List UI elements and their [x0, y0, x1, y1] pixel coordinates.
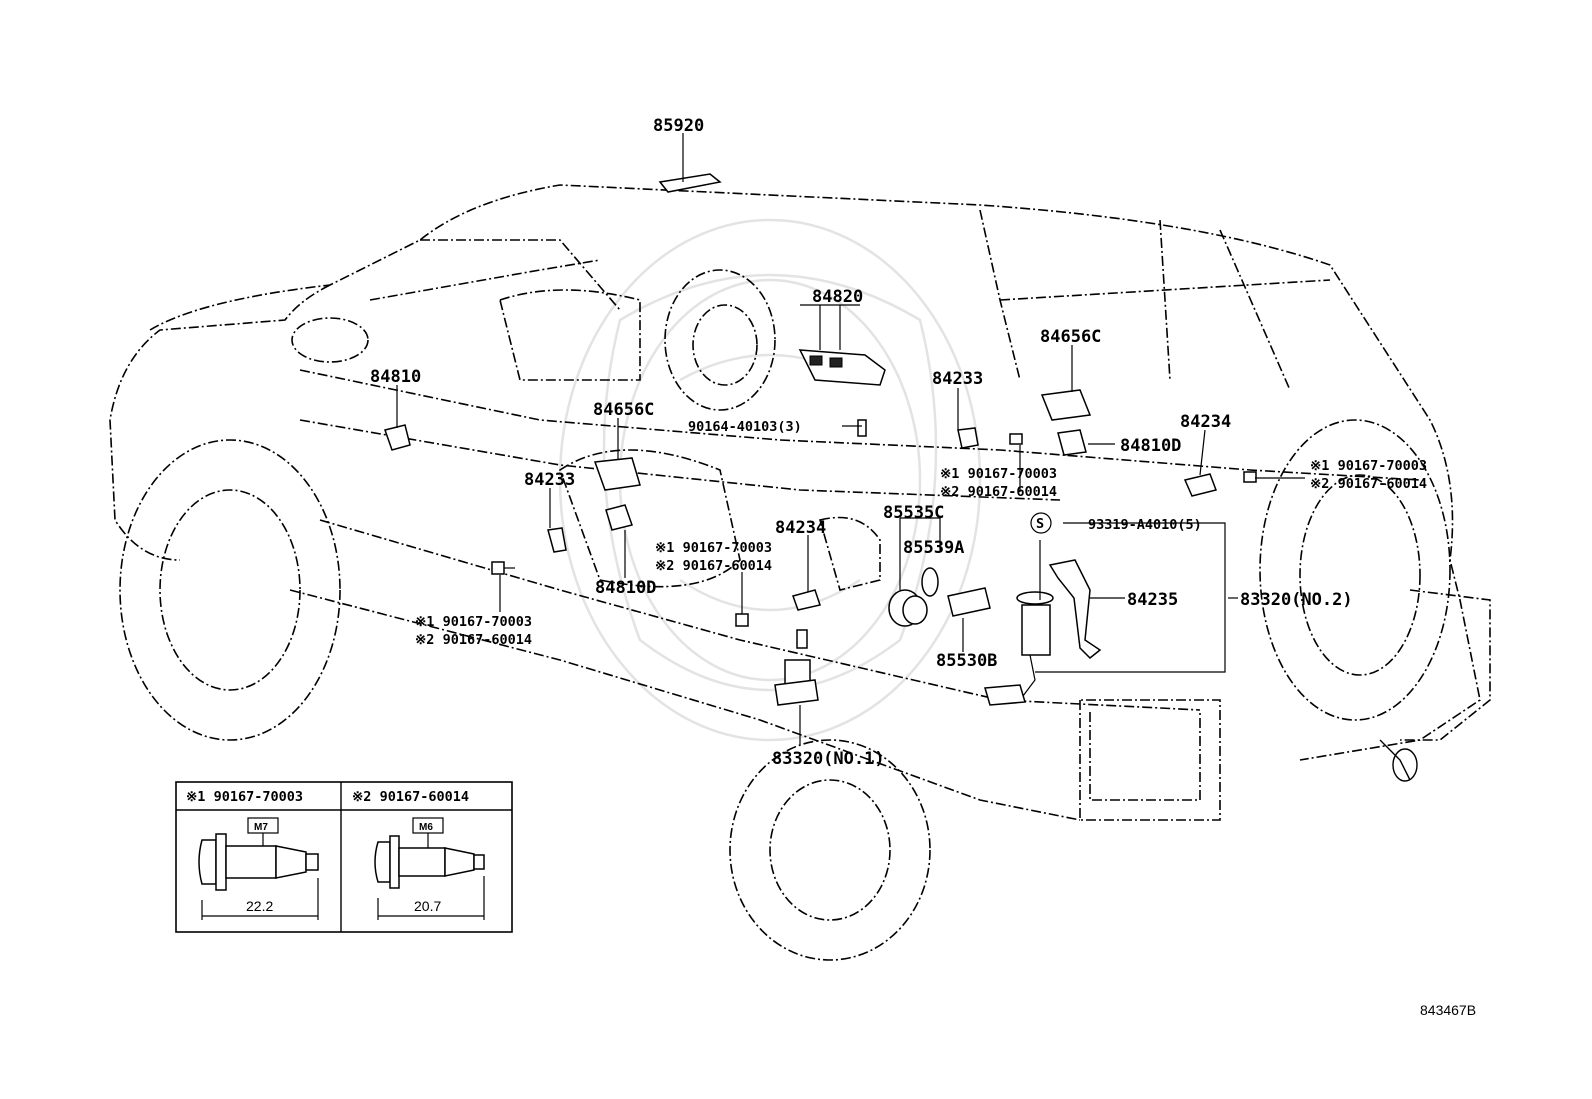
front-left-wheel	[119, 439, 341, 741]
bolt-right-icon	[1243, 471, 1257, 483]
s-marker-circle	[1030, 512, 1052, 534]
bolt-90164-icon	[857, 419, 867, 437]
label-90164: 90164-40103(3)	[688, 419, 802, 435]
label-84810d-front: 84810D	[595, 578, 656, 598]
label-84233-front: 84233	[524, 470, 575, 490]
part-84233-front-icon	[547, 527, 567, 553]
bolt-rear-mid-icon	[1009, 433, 1023, 445]
part-84656c-rear-icon	[1040, 389, 1092, 421]
part-85535c-cap-icon	[888, 589, 928, 627]
label-93319: 93319-A4010(5)	[1088, 517, 1202, 533]
label-84234-rear: 84234	[1180, 412, 1231, 432]
inset-right-dim: 20.7	[414, 898, 441, 914]
part-84656c-front-icon	[593, 457, 641, 491]
label-84820: 84820	[812, 287, 863, 307]
label-85920: 85920	[653, 116, 704, 136]
part-84235-bracket-icon	[1048, 559, 1102, 660]
part-83320-no2-sender-icon	[984, 591, 1054, 706]
part-84810-icon	[384, 424, 411, 451]
label-84656c-front: 84656C	[593, 400, 654, 420]
callout-mid-2: ※2 90167-60014	[940, 484, 1057, 500]
callout-left-2: ※2 90167-60014	[415, 632, 532, 648]
callout-right-2: ※2 90167-60014	[1310, 476, 1427, 492]
part-84810d-rear-icon	[1057, 429, 1087, 456]
s-marker: S	[1036, 516, 1044, 532]
part-84234-rear-icon	[1183, 473, 1217, 497]
label-84656c-rear: 84656C	[1040, 327, 1101, 347]
label-84235: 84235	[1127, 590, 1178, 610]
inset-right-badge: M6	[419, 822, 433, 833]
bolt-m7-drawing: M7 22.2	[198, 817, 319, 920]
part-85539a-ring-icon	[921, 567, 939, 597]
leader-lines	[396, 133, 1305, 745]
part-84820-switch-icon	[798, 349, 886, 386]
label-83320-no1: 83320(NO.1)	[772, 749, 885, 769]
vehicle-outline	[109, 184, 1491, 821]
bolt-callouts: ※1 90167-70003 ※2 90167-60014 ※1 90167-7…	[415, 458, 1427, 648]
figure-id: 843467B	[1420, 1002, 1476, 1018]
bolt-center-icon	[735, 613, 749, 627]
inset-left-badge: M7	[254, 822, 268, 833]
label-84233-rear: 84233	[932, 369, 983, 389]
bolt-m6-drawing: M6 20.7	[374, 817, 485, 920]
part-83320-no1-sender-icon	[774, 629, 819, 706]
label-85535c: 85535C	[883, 503, 944, 523]
part-85920-icon	[658, 173, 722, 193]
callout-labels: 85920 84820 84810 84656C 84656C 84233 84…	[370, 116, 1353, 769]
part-84233-rear-icon	[957, 427, 979, 449]
callout-center-1: ※1 90167-70003	[655, 540, 772, 556]
inset-left-dim: 22.2	[246, 898, 273, 914]
part-84234-center-icon	[792, 589, 821, 611]
label-84810: 84810	[370, 367, 421, 387]
part-84810d-front-icon	[605, 504, 633, 531]
part-85530b-motor-icon	[947, 587, 991, 617]
rear-left-wheel	[729, 739, 931, 961]
label-85539a: 85539A	[903, 538, 964, 558]
label-84234-center: 84234	[775, 518, 826, 538]
label-85530b: 85530B	[936, 651, 997, 671]
bolt-left-icon	[491, 561, 515, 575]
callout-left-1: ※1 90167-70003	[415, 614, 532, 630]
spare-tire	[1259, 419, 1451, 721]
label-84810d-rear: 84810D	[1120, 436, 1181, 456]
label-83320-no2: 83320(NO.2)	[1240, 590, 1353, 610]
inset-right-title: ※2 90167-60014	[352, 789, 469, 805]
callout-mid-1: ※1 90167-70003	[940, 466, 1057, 482]
inset-left-title: ※1 90167-70003	[186, 789, 303, 805]
bolt-detail-inset: ※1 90167-70003 ※2 90167-60014 M7 22.2 M6	[175, 781, 513, 933]
callout-center-2: ※2 90167-60014	[655, 558, 772, 574]
callout-right-1: ※1 90167-70003	[1310, 458, 1427, 474]
